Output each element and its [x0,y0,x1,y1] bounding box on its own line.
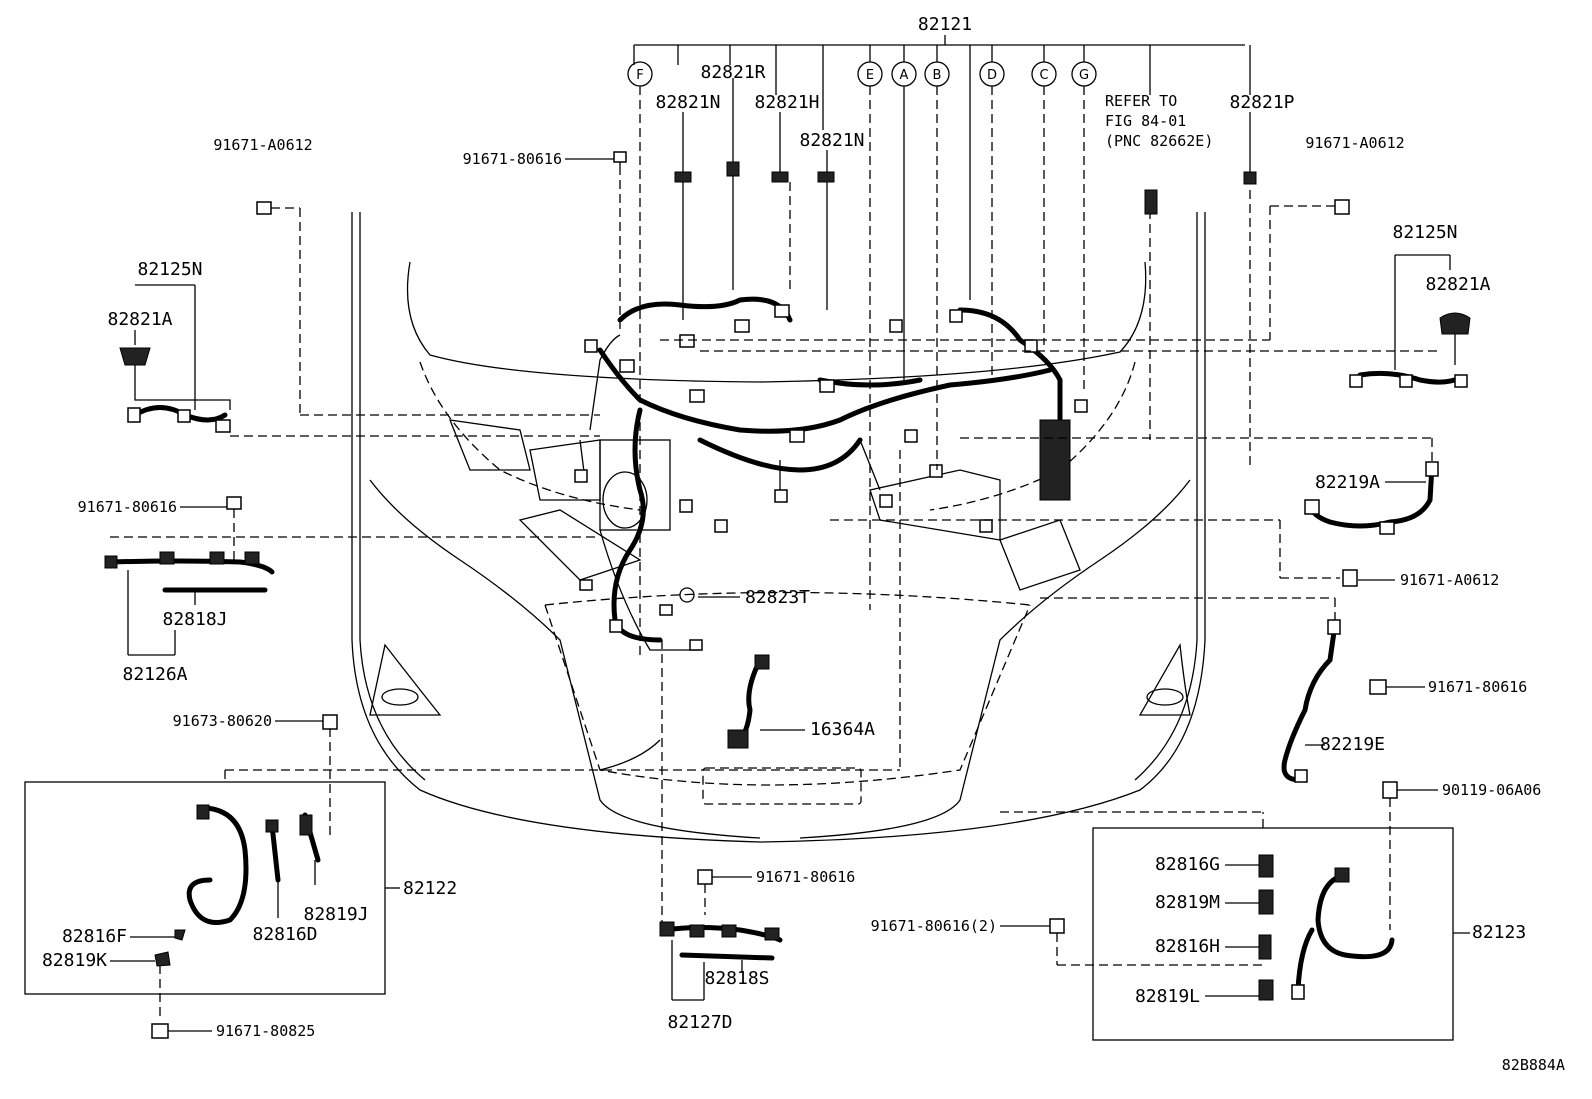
label-82125N-right: 82125N [1392,222,1457,243]
label-82219A: 82219A [1315,472,1380,493]
callout-B [924,61,950,87]
label-bolt-right-top: 91671-A0612 [1305,134,1404,152]
refer-line-3: (PNC 82662E) [1105,132,1213,150]
callout-D-text: D [987,68,997,83]
label-82122: 82122 [403,878,457,899]
callout-F [627,61,653,87]
label-82121: 82121 [918,14,972,35]
callout-G-text: G [1079,68,1089,83]
label-bolt-top-center: 91671-80616 [463,150,562,168]
label-bolt-bottom-left: 91671-80825 [216,1022,315,1040]
label-bolt-left-mid: 91671-80616 [78,498,177,516]
label-82819K: 82819K [42,950,107,971]
kit-82123-box [1000,781,1470,1041]
callout-markers: F E A B D C G [627,61,1097,87]
callout-E [857,61,883,87]
label-82816G: 82816G [1155,854,1220,875]
label-bolt-left-top: 91671-A0612 [213,136,312,154]
callout-A-text: A [900,68,909,83]
label-bolt-right-bottom: 90119-06A06 [1442,781,1541,799]
label-bolt-right-lower: 91671-80616 [1428,678,1527,696]
label-bolt-bottom-center2: 91671-80616(2) [871,917,997,935]
label-bolt-bottom-center: 91671-80616 [756,868,855,886]
callout-E-text: E [866,68,874,83]
kit-82122-box [24,450,901,1039]
refer-line-2: FIG 84-01 [1105,112,1186,130]
refer-line-1: REFER TO [1105,92,1177,110]
part-82126A-assembly [104,496,600,656]
callout-B-text: B [933,68,942,83]
label-82819J: 82819J [303,904,368,925]
part-82127D-assembly [659,640,783,1001]
label-82821N-a: 82821N [655,92,720,113]
label-82819M: 82819M [1155,892,1220,913]
label-82219E: 82219E [1320,734,1385,755]
label-bolt-left-lower: 91673-80620 [173,712,272,730]
callout-A [891,61,917,87]
label-82819L: 82819L [1135,986,1200,1007]
label-82127D: 82127D [667,1012,732,1033]
label-82821A-right: 82821A [1425,274,1490,295]
label-82816F: 82816F [62,926,127,947]
label-82821N-b: 82821N [799,130,864,151]
callout-D [979,61,1005,87]
label-82821H: 82821H [754,92,819,113]
part-82219E-wire [1040,597,1387,783]
label-82126A: 82126A [122,664,187,685]
bolt-leaders [168,158,1438,1032]
callout-C [1031,61,1057,87]
label-82821A-left: 82821A [107,309,172,330]
main-wire-harness [574,296,1088,749]
label-82818S: 82818S [704,968,769,989]
label-16364A: 16364A [810,719,875,740]
label-82821R: 82821R [700,62,765,83]
callout-F-text: F [636,68,643,83]
label-bolt-right-mid: 91671-A0612 [1400,571,1499,589]
callout-G [1071,61,1097,87]
callout-C-text: C [1039,68,1048,83]
label-82816H: 82816H [1155,936,1220,957]
part-labels: 82121 82821R 82821N 82821H 82821N 82821P… [42,14,1565,1074]
label-82125N-left: 82125N [137,259,202,280]
label-82823T: 82823T [745,587,810,608]
label-82821P: 82821P [1229,92,1294,113]
right-82125N-assembly [660,199,1471,388]
label-82123: 82123 [1472,922,1526,943]
top-connectors [613,151,1257,330]
label-82818J: 82818J [162,609,227,630]
left-82125N-assembly [119,201,600,437]
part-82219A-wire [830,437,1439,587]
label-82816D: 82816D [252,924,317,945]
figure-code: 82B884A [1502,1056,1565,1074]
top-leaders [633,35,1251,660]
vehicle-outline [351,212,1206,843]
